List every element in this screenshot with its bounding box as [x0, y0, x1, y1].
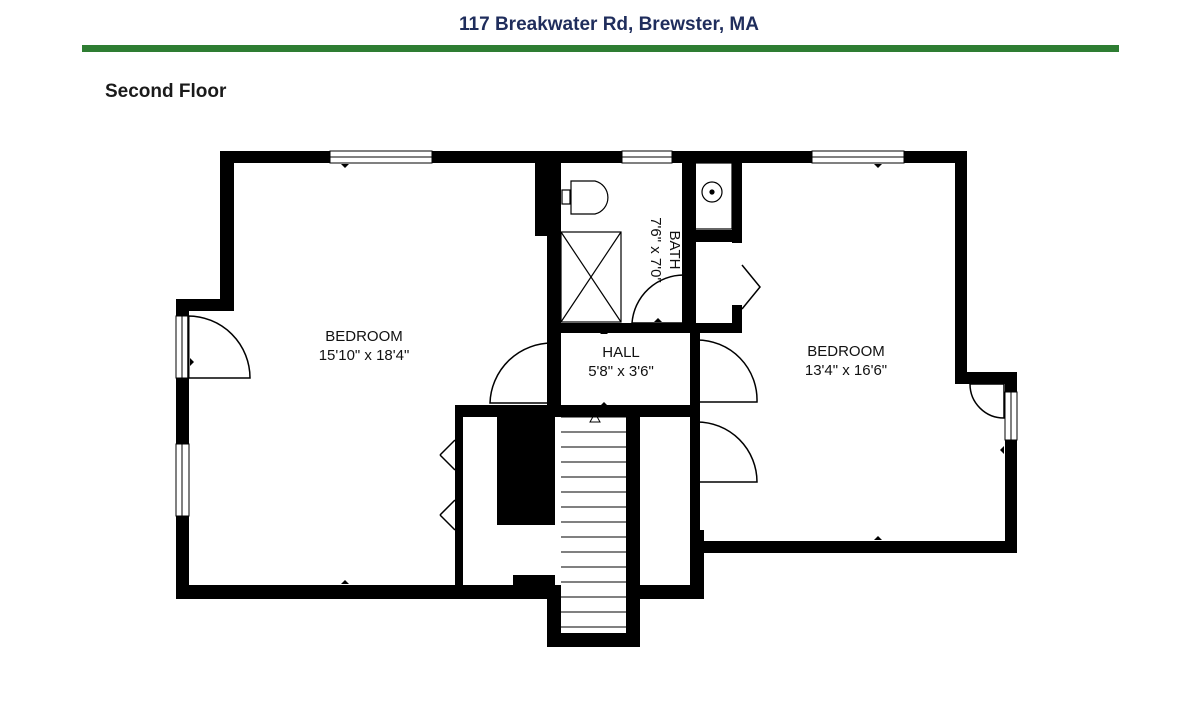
page-title: 117 Breakwater Rd, Brewster, MA — [459, 14, 759, 35]
wall-hall-right — [690, 333, 700, 543]
wall-right-upper — [955, 151, 967, 384]
door-right-hall — [696, 339, 758, 403]
door-right-closet — [969, 383, 1005, 419]
exterior-walls — [176, 151, 1017, 647]
door-bath — [631, 274, 685, 324]
room-dims-bedroom-right: 13'4" x 16'6" — [805, 362, 887, 379]
room-name-hall: HALL — [602, 344, 640, 361]
closet-bifold-left — [439, 439, 456, 531]
wall-bottom-right — [690, 541, 1017, 553]
room-dims-bath: 7'6" x 7'0" — [647, 217, 664, 283]
closet-bifold-right — [741, 264, 761, 310]
wall-right-step — [955, 372, 1017, 384]
room-name-bath: BATH — [666, 231, 683, 270]
doors — [187, 264, 1005, 531]
door-left-bedroom — [187, 315, 251, 379]
toilet-icon — [570, 180, 609, 215]
windows — [175, 150, 1018, 517]
wall-left-step — [176, 299, 234, 311]
wall-hall-bottom — [455, 405, 695, 417]
wall-closet-left — [455, 405, 463, 597]
door-left-hall — [489, 342, 554, 404]
door-linen — [696, 421, 758, 483]
wall-bath-bottom — [547, 323, 742, 333]
bath-fixtures — [560, 162, 733, 323]
wall-stair-right — [626, 405, 640, 647]
wall-bottom-left — [176, 585, 556, 599]
wall-stair-left — [547, 585, 561, 647]
header-divider — [82, 45, 1119, 52]
wall-bottom-mid — [626, 585, 704, 599]
wall-closet-top — [732, 151, 742, 243]
wall-left-upper — [220, 151, 234, 311]
stairs — [561, 411, 626, 628]
wall-hall-left — [547, 151, 561, 409]
room-name-bedroom-left: BEDROOM — [325, 328, 403, 345]
wall-closet-ledge — [682, 230, 742, 242]
room-dims-hall: 5'8" x 3'6" — [588, 363, 654, 380]
room-name-bedroom-right: BEDROOM — [807, 343, 885, 360]
room-labels: BEDROOM 15'10" x 18'4" HALL 5'8" x 3'6" … — [319, 217, 887, 380]
dimension-ticks — [190, 164, 1004, 584]
wall-stair-bottom — [547, 633, 640, 647]
room-dims-bedroom-left: 15'10" x 18'4" — [319, 347, 410, 364]
shower — [560, 231, 622, 323]
stair-up-arrow-icon — [589, 411, 601, 423]
chimney-block — [497, 415, 555, 525]
wall-closet-lower — [732, 305, 742, 333]
wall-stair-ledge — [513, 575, 555, 587]
floor-label: Second Floor — [105, 81, 227, 102]
sink-icon — [685, 162, 733, 230]
